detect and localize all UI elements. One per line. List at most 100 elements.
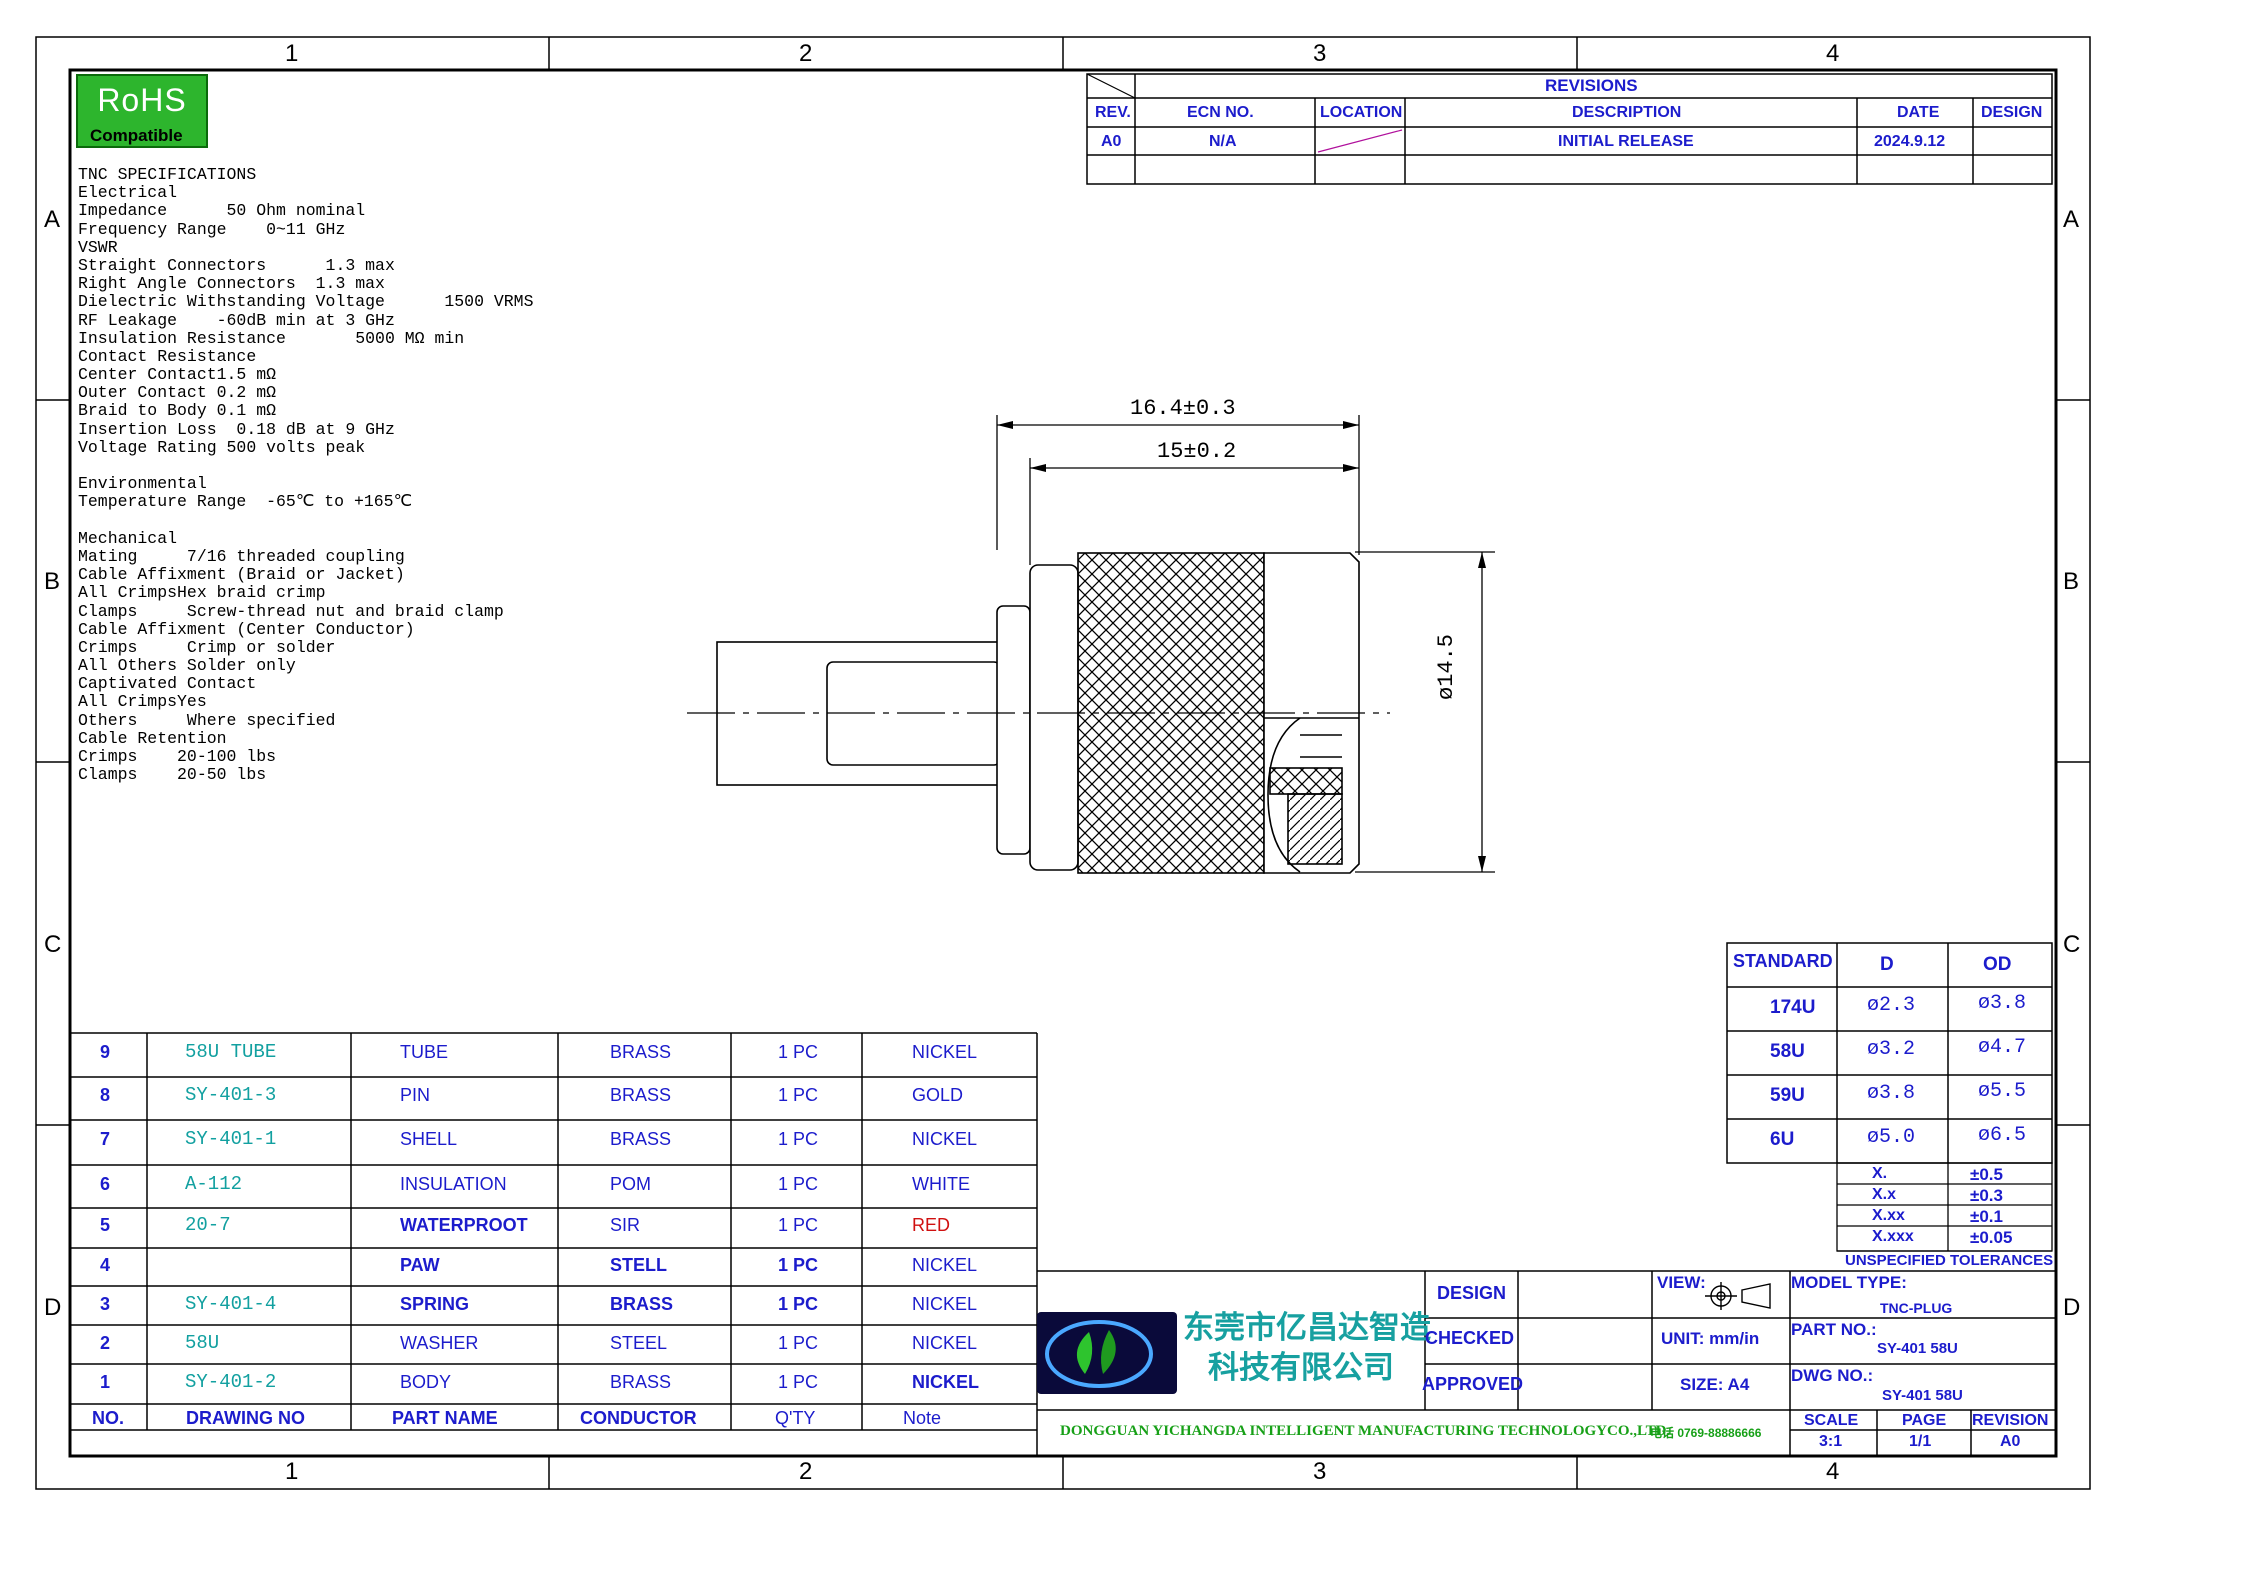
spec-line: TNC SPECIFICATIONS: [78, 165, 257, 184]
spec-line: Environmental: [78, 474, 207, 494]
bom-note-cell: NICKEL: [912, 1042, 978, 1062]
rev-value-date: 2024.9.12: [1874, 133, 1946, 150]
bom-drawing-no-cell: A-112: [185, 1173, 243, 1195]
spec-line: Mechanical: [78, 528, 178, 548]
spec-line: Frequency Range 0~11 GHz: [78, 219, 346, 239]
spec-line: Outer Contact 0.2 mΩ: [78, 383, 277, 403]
approved-label: APPROVED: [1422, 1374, 1524, 1394]
bom-qty-cell: 1 PC: [778, 1085, 819, 1105]
bom-material-cell: BRASS: [610, 1372, 672, 1392]
column-label-4-bottom: 4: [1826, 1458, 1840, 1485]
spec-line: All Others Solder only: [78, 656, 296, 676]
row-label-d-right: D: [2063, 1294, 2081, 1321]
bom-part-name-cell: TUBE: [400, 1042, 449, 1062]
bom-material-cell: STELL: [610, 1255, 667, 1275]
bom-header-cell: CONDUCTOR: [580, 1408, 697, 1428]
page-label: PAGE: [1902, 1412, 1947, 1429]
bom-header-cell: Q'TY: [775, 1408, 816, 1428]
spec-line: Dielectric Withstanding Voltage 1500 VRM…: [78, 292, 534, 312]
bom-qty-cell: 1 PC: [778, 1294, 819, 1314]
tolerance-key: X.x: [1872, 1186, 1897, 1203]
row-label-b: B: [44, 568, 61, 595]
spec-line: Contact Resistance: [78, 346, 257, 366]
company-name-cn-line1: 东莞市亿昌达智造: [1183, 1310, 1431, 1345]
company-logo-icon: [1045, 1320, 1153, 1388]
column-label-1-bottom: 1: [285, 1458, 299, 1485]
part-no-label: PART NO.:: [1791, 1320, 1877, 1339]
bom-qty-cell: 1 PC: [778, 1129, 819, 1149]
column-label-2: 2: [799, 40, 813, 67]
bom-part-name-cell: PAW: [400, 1255, 440, 1275]
cable-d-cell: ø3.8: [1867, 1082, 1916, 1105]
rev-value-ecn: N/A: [1209, 133, 1237, 150]
bom-no-cell: 3: [100, 1294, 111, 1314]
spec-line: Mating 7/16 threaded coupling: [78, 546, 405, 566]
cable-d-cell: ø2.3: [1867, 994, 1916, 1017]
spec-line: Cable Affixment (Center Conductor): [78, 619, 415, 639]
bom-qty-cell: 1 PC: [778, 1215, 819, 1235]
bom-material-cell: BRASS: [610, 1085, 672, 1105]
dimension-diameter: ø14.5: [1434, 633, 1459, 700]
spec-line: Crimps Crimp or solder: [78, 637, 336, 657]
bom-note-cell: NICKEL: [912, 1129, 978, 1149]
row-label-a: A: [44, 206, 61, 233]
bom-part-name-cell: SPRING: [400, 1294, 470, 1314]
bom-drawing-no-cell: SY-401-3: [185, 1084, 277, 1106]
dimension-overall-length: 16.4±0.3: [1130, 396, 1236, 421]
spec-line: Braid to Body 0.1 mΩ: [78, 401, 277, 421]
spec-line: All CrimpsHex braid crimp: [78, 583, 326, 603]
tolerance-key: X.xxx: [1872, 1228, 1914, 1245]
bom-material-cell: BRASS: [610, 1042, 672, 1062]
bom-note-cell: GOLD: [912, 1085, 964, 1105]
spec-line: Temperature Range -65℃ to +165℃: [78, 492, 413, 512]
tolerance-value: ±0.5: [1970, 1165, 2003, 1184]
rohs-badge: RoHS Compatible: [76, 74, 208, 148]
bom-no-cell: 4: [100, 1255, 111, 1275]
bom-part-name-cell: SHELL: [400, 1129, 458, 1149]
dimension-body-length: 15±0.2: [1157, 439, 1237, 464]
dwg-no-label: DWG NO.:: [1791, 1366, 1874, 1385]
rev-header-ecn: ECN NO.: [1187, 104, 1254, 121]
bom-material-cell: BRASS: [610, 1294, 674, 1314]
column-label-4: 4: [1826, 40, 1840, 67]
spec-line: [78, 512, 533, 530]
unit-label: UNIT: mm/in: [1661, 1329, 1760, 1348]
spec-line: Center Contact1.5 mΩ: [78, 365, 277, 385]
tolerance-value: ±0.05: [1970, 1228, 2013, 1247]
tolerance-value: ±0.3: [1970, 1186, 2003, 1205]
row-label-c: C: [44, 931, 62, 958]
bom-note-cell: NICKEL: [912, 1255, 978, 1275]
bom-drawing-no-cell: SY-401-2: [185, 1371, 277, 1393]
spec-line: RF Leakage -60dB min at 3 GHz: [78, 310, 395, 330]
size-label: SIZE: A4: [1680, 1375, 1750, 1394]
bom-note-cell: WHITE: [912, 1174, 970, 1194]
cable-standard-cell: 174U: [1770, 997, 1816, 1018]
spec-line: All CrimpsYes: [78, 692, 207, 712]
cable-standard-cell: 58U: [1770, 1041, 1805, 1062]
cable-header-d: D: [1880, 954, 1894, 975]
scale-value: 3:1: [1819, 1433, 1843, 1450]
bom-part-name-cell: PIN: [400, 1085, 431, 1105]
bom-no-cell: 7: [100, 1129, 111, 1149]
row-label-b-right: B: [2063, 568, 2080, 595]
cable-od-cell: ø4.7: [1978, 1036, 2027, 1059]
bom-note-cell: NICKEL: [912, 1333, 978, 1353]
company-name-en: DONGGUAN YICHANGDA INTELLIGENT MANUFACTU…: [1060, 1423, 1671, 1439]
tolerance-key: X.xx: [1872, 1207, 1905, 1224]
spec-line: Electrical: [78, 183, 178, 203]
row-label-d: D: [44, 1294, 62, 1321]
company-name-cn-line2: 科技有限公司: [1208, 1350, 1394, 1385]
bom-no-cell: 9: [100, 1042, 111, 1062]
column-label-1: 1: [285, 40, 299, 67]
column-label-2-bottom: 2: [799, 1458, 813, 1485]
spec-line: Captivated Contact: [78, 674, 257, 694]
cable-header-od: OD: [1983, 954, 2012, 975]
scale-label: SCALE: [1804, 1412, 1859, 1429]
bom-drawing-no-cell: SY-401-1: [185, 1128, 277, 1150]
bom-no-cell: 1: [100, 1372, 111, 1392]
model-type-value: TNC-PLUG: [1880, 1300, 1953, 1316]
spec-line: Clamps 20-50 lbs: [78, 765, 267, 785]
bom-qty-cell: 1 PC: [778, 1042, 819, 1062]
